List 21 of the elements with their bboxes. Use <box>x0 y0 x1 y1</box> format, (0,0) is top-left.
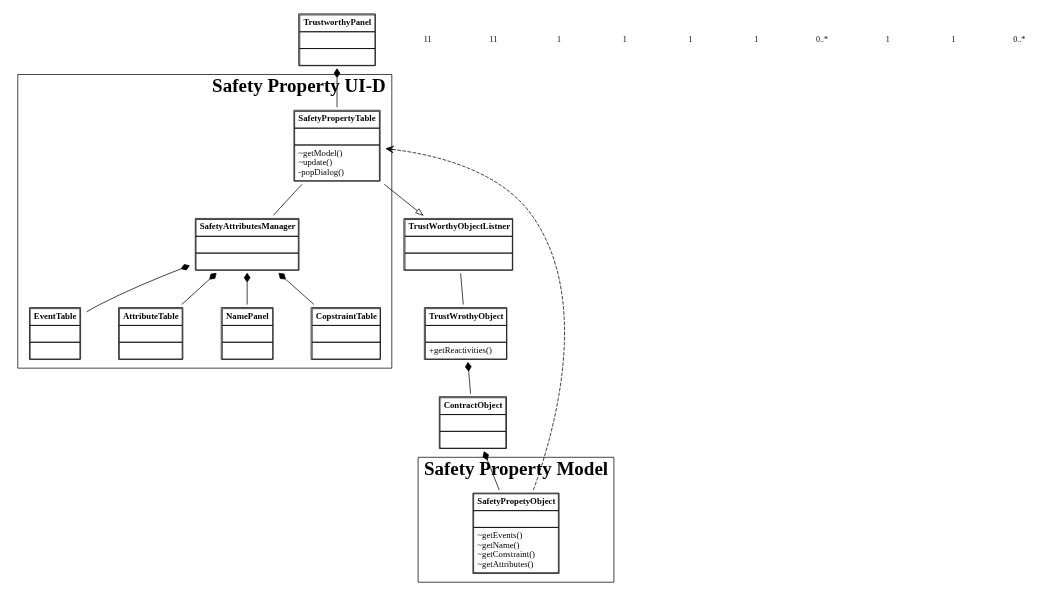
label: 1 <box>622 34 627 44</box>
connector <box>243 272 251 305</box>
label: 0..* <box>816 34 829 44</box>
connector <box>333 68 341 108</box>
label: 0..* <box>1013 34 1026 44</box>
label: 1 <box>688 34 693 44</box>
connector <box>181 272 217 305</box>
connector <box>482 451 500 491</box>
label: 1 <box>557 34 562 44</box>
connector <box>272 183 303 216</box>
connector <box>278 272 315 305</box>
label: 11 <box>423 34 432 44</box>
connector <box>86 264 190 313</box>
label: 1 <box>951 34 956 44</box>
arrow <box>385 145 565 491</box>
label: 1 <box>754 34 759 44</box>
label: 11 <box>489 34 498 44</box>
label: 1 <box>885 34 890 44</box>
connector <box>465 362 472 395</box>
arrow <box>383 183 424 216</box>
connector <box>460 272 464 305</box>
